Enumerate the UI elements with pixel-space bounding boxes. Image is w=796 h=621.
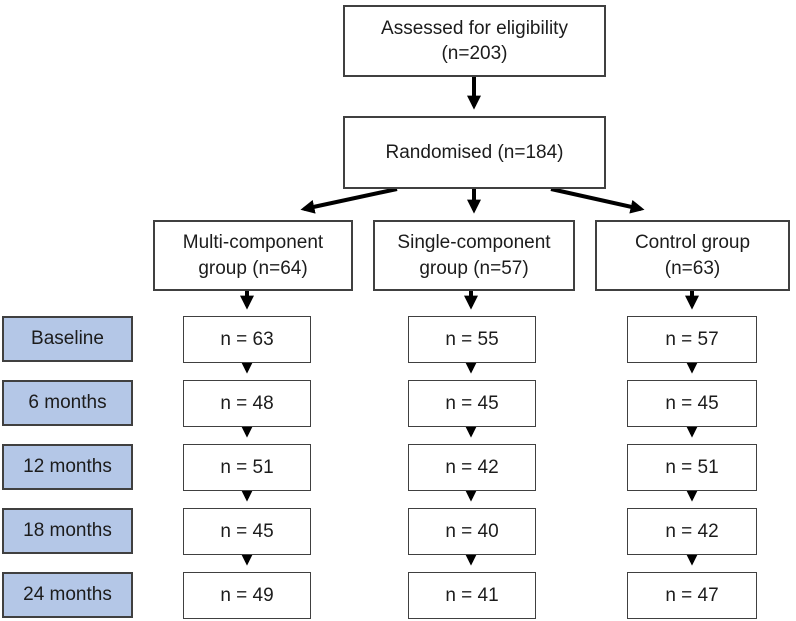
group-box-single: Single-component group (n=57) [373, 220, 575, 291]
group-multi-line1: Multi-component [182, 232, 324, 254]
count-value: n = 49 [220, 584, 274, 606]
stage-label-baseline: Baseline [2, 316, 133, 362]
randomised-box: Randomised (n=184) [343, 116, 606, 189]
count-value: n = 63 [220, 328, 274, 350]
count-value: n = 45 [220, 520, 274, 542]
group-single-line1: Single-component [397, 232, 551, 254]
count-value: n = 47 [665, 584, 719, 606]
count-box-control-baseline: n = 57 [627, 316, 757, 363]
group-box-multi: Multi-component group (n=64) [153, 220, 353, 291]
stage-label-text: 12 months [23, 456, 112, 478]
assessed-line2: (n=203) [441, 43, 508, 64]
stage-label-12-months: 12 months [2, 444, 133, 490]
count-box-single-18-months: n = 40 [408, 508, 536, 555]
stage-label-text: Baseline [31, 328, 104, 350]
count-box-control-12-months: n = 51 [627, 444, 757, 491]
assessed-line1: Assessed for eligibility [381, 17, 568, 39]
randomised-label: Randomised (n=184) [385, 141, 564, 163]
count-box-multi-baseline: n = 63 [183, 316, 311, 363]
count-box-single-6-months: n = 45 [408, 380, 536, 427]
count-value: n = 45 [665, 392, 719, 414]
group-control-line1: Control group [634, 232, 751, 254]
arrow [550, 187, 645, 214]
count-value: n = 51 [220, 456, 274, 478]
group-box-control: Control group (n=63) [595, 220, 790, 291]
stage-label-18-months: 18 months [2, 508, 133, 554]
count-box-multi-6-months: n = 48 [183, 380, 311, 427]
count-box-single-baseline: n = 55 [408, 316, 536, 363]
count-box-control-18-months: n = 42 [627, 508, 757, 555]
count-value: n = 55 [445, 328, 499, 350]
count-box-multi-12-months: n = 51 [183, 444, 311, 491]
count-value: n = 42 [665, 520, 719, 542]
count-box-single-24-months: n = 41 [408, 572, 536, 619]
count-value: n = 48 [220, 392, 274, 414]
count-value: n = 40 [445, 520, 499, 542]
count-value: n = 41 [445, 584, 499, 606]
assessed-box: Assessed for eligibility (n=203) [343, 5, 606, 77]
stage-label-6-months: 6 months [2, 380, 133, 426]
stage-label-24-months: 24 months [2, 572, 133, 618]
stage-label-text: 6 months [28, 392, 107, 414]
count-value: n = 42 [445, 456, 499, 478]
count-value: n = 45 [445, 392, 499, 414]
count-value: n = 51 [665, 456, 719, 478]
count-box-multi-24-months: n = 49 [183, 572, 311, 619]
count-box-single-12-months: n = 42 [408, 444, 536, 491]
arrow [300, 187, 398, 214]
stage-label-text: 24 months [23, 584, 112, 606]
count-box-control-6-months: n = 45 [627, 380, 757, 427]
group-control-line2: (n=63) [664, 257, 721, 279]
group-multi-line2: group (n=64) [198, 257, 308, 279]
group-single-line2: group (n=57) [419, 257, 529, 279]
count-box-control-24-months: n = 47 [627, 572, 757, 619]
count-value: n = 57 [665, 328, 719, 350]
count-box-multi-18-months: n = 45 [183, 508, 311, 555]
stage-label-text: 18 months [23, 520, 112, 542]
